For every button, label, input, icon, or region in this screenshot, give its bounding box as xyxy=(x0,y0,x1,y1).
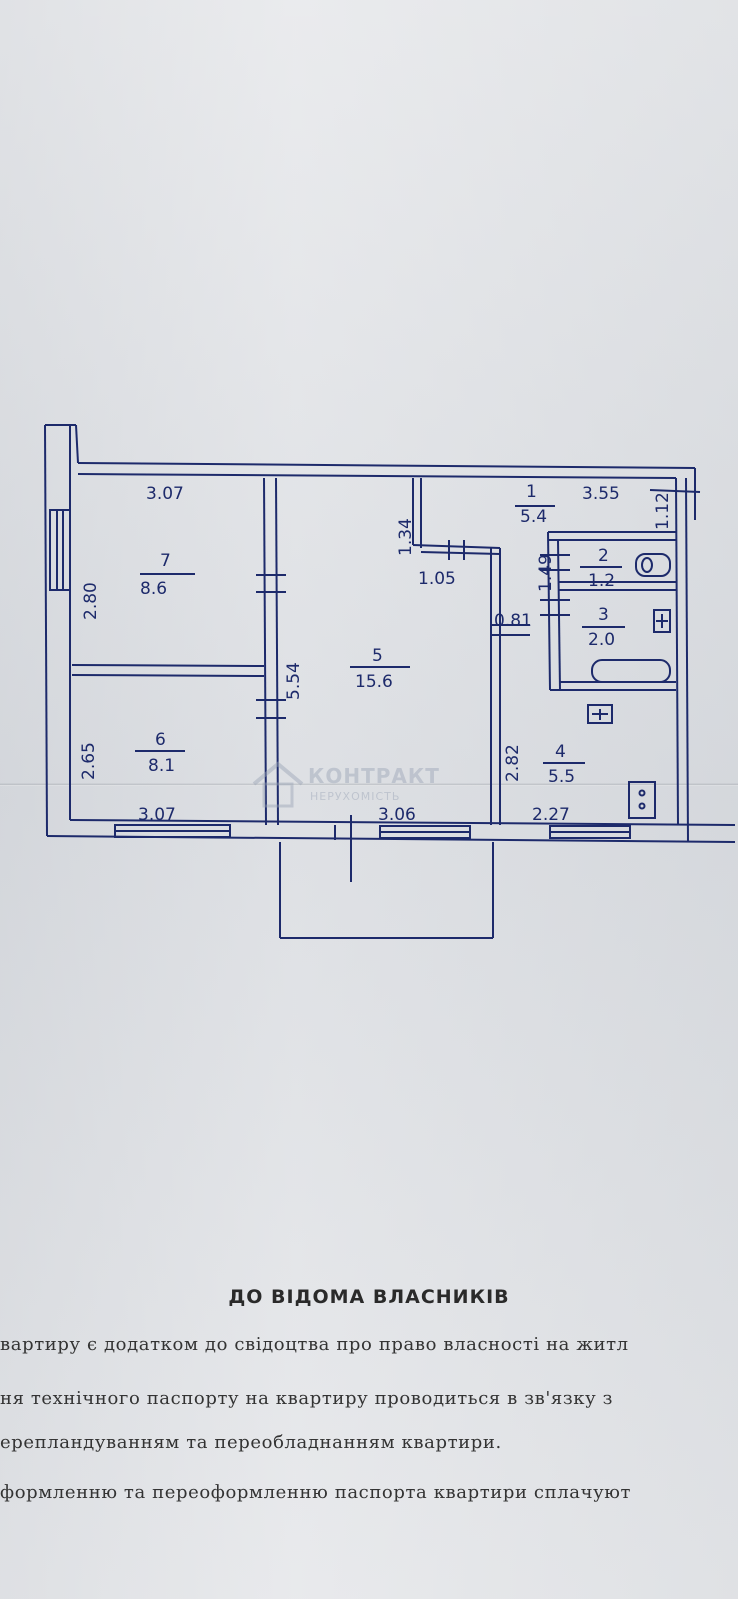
dim-bottom-left: 3.07 xyxy=(138,805,176,825)
dim-top-right: 3.55 xyxy=(582,484,620,504)
room-3-number: 3 xyxy=(598,605,609,625)
room-2-area: 1.2 xyxy=(588,571,615,591)
dim-room4-h: 2.82 xyxy=(503,744,523,782)
notice-line: ерепландуванням та переобладнанням кварт… xyxy=(0,1432,502,1453)
room-4-area: 5.5 xyxy=(548,767,575,787)
dim-room6-h: 2.65 xyxy=(79,742,99,780)
room-1-number: 1 xyxy=(526,482,537,502)
dim-door: 0.81 xyxy=(494,611,532,631)
floor-plan: 1 5.4 2 1.2 3 2.0 4 5.5 5 15.6 6 8.1 7 8… xyxy=(44,424,736,939)
watermark-sub: НЕРУХОМІСТЬ xyxy=(310,790,401,803)
room-2-number: 2 xyxy=(598,546,609,566)
room-6-number: 6 xyxy=(155,730,166,750)
dim-bottom-right: 2.27 xyxy=(532,805,570,825)
notice-line: ня технічного паспорту на квартиру прово… xyxy=(0,1388,614,1409)
notice-title: ДО ВІДОМА ВЛАСНИКІВ xyxy=(228,1286,510,1308)
notice-line: формленню та переоформленню паспорта ква… xyxy=(0,1482,632,1503)
paper-fold xyxy=(0,783,738,786)
dim-entry-right: 1.12 xyxy=(653,492,673,530)
room-3-area: 2.0 xyxy=(588,630,615,650)
dim-bottom-mid: 3.06 xyxy=(378,805,416,825)
room-6-area: 8.1 xyxy=(148,756,175,776)
room-5-area: 15.6 xyxy=(355,672,393,692)
watermark-logo: КОНТРАКТ НЕРУХОМІСТЬ xyxy=(250,760,480,820)
dim-corridor-w: 1.05 xyxy=(418,569,456,589)
dim-room7-h: 2.80 xyxy=(81,582,101,620)
room-7-number: 7 xyxy=(160,551,171,571)
notice-line: вартиру є додатком до свідоцтва про прав… xyxy=(0,1334,629,1355)
watermark-brand: КОНТРАКТ xyxy=(308,764,440,788)
house-icon xyxy=(252,761,304,808)
room-7-area: 8.6 xyxy=(140,579,167,599)
dim-room5-h: 5.54 xyxy=(284,662,304,700)
room-5-number: 5 xyxy=(372,646,383,666)
room-1-area: 5.4 xyxy=(520,507,547,527)
dim-corridor-h: 1.34 xyxy=(396,518,416,556)
room-4-number: 4 xyxy=(555,742,566,762)
dim-top-left: 3.07 xyxy=(146,484,184,504)
dim-bath-h: 1.49 xyxy=(536,554,556,592)
